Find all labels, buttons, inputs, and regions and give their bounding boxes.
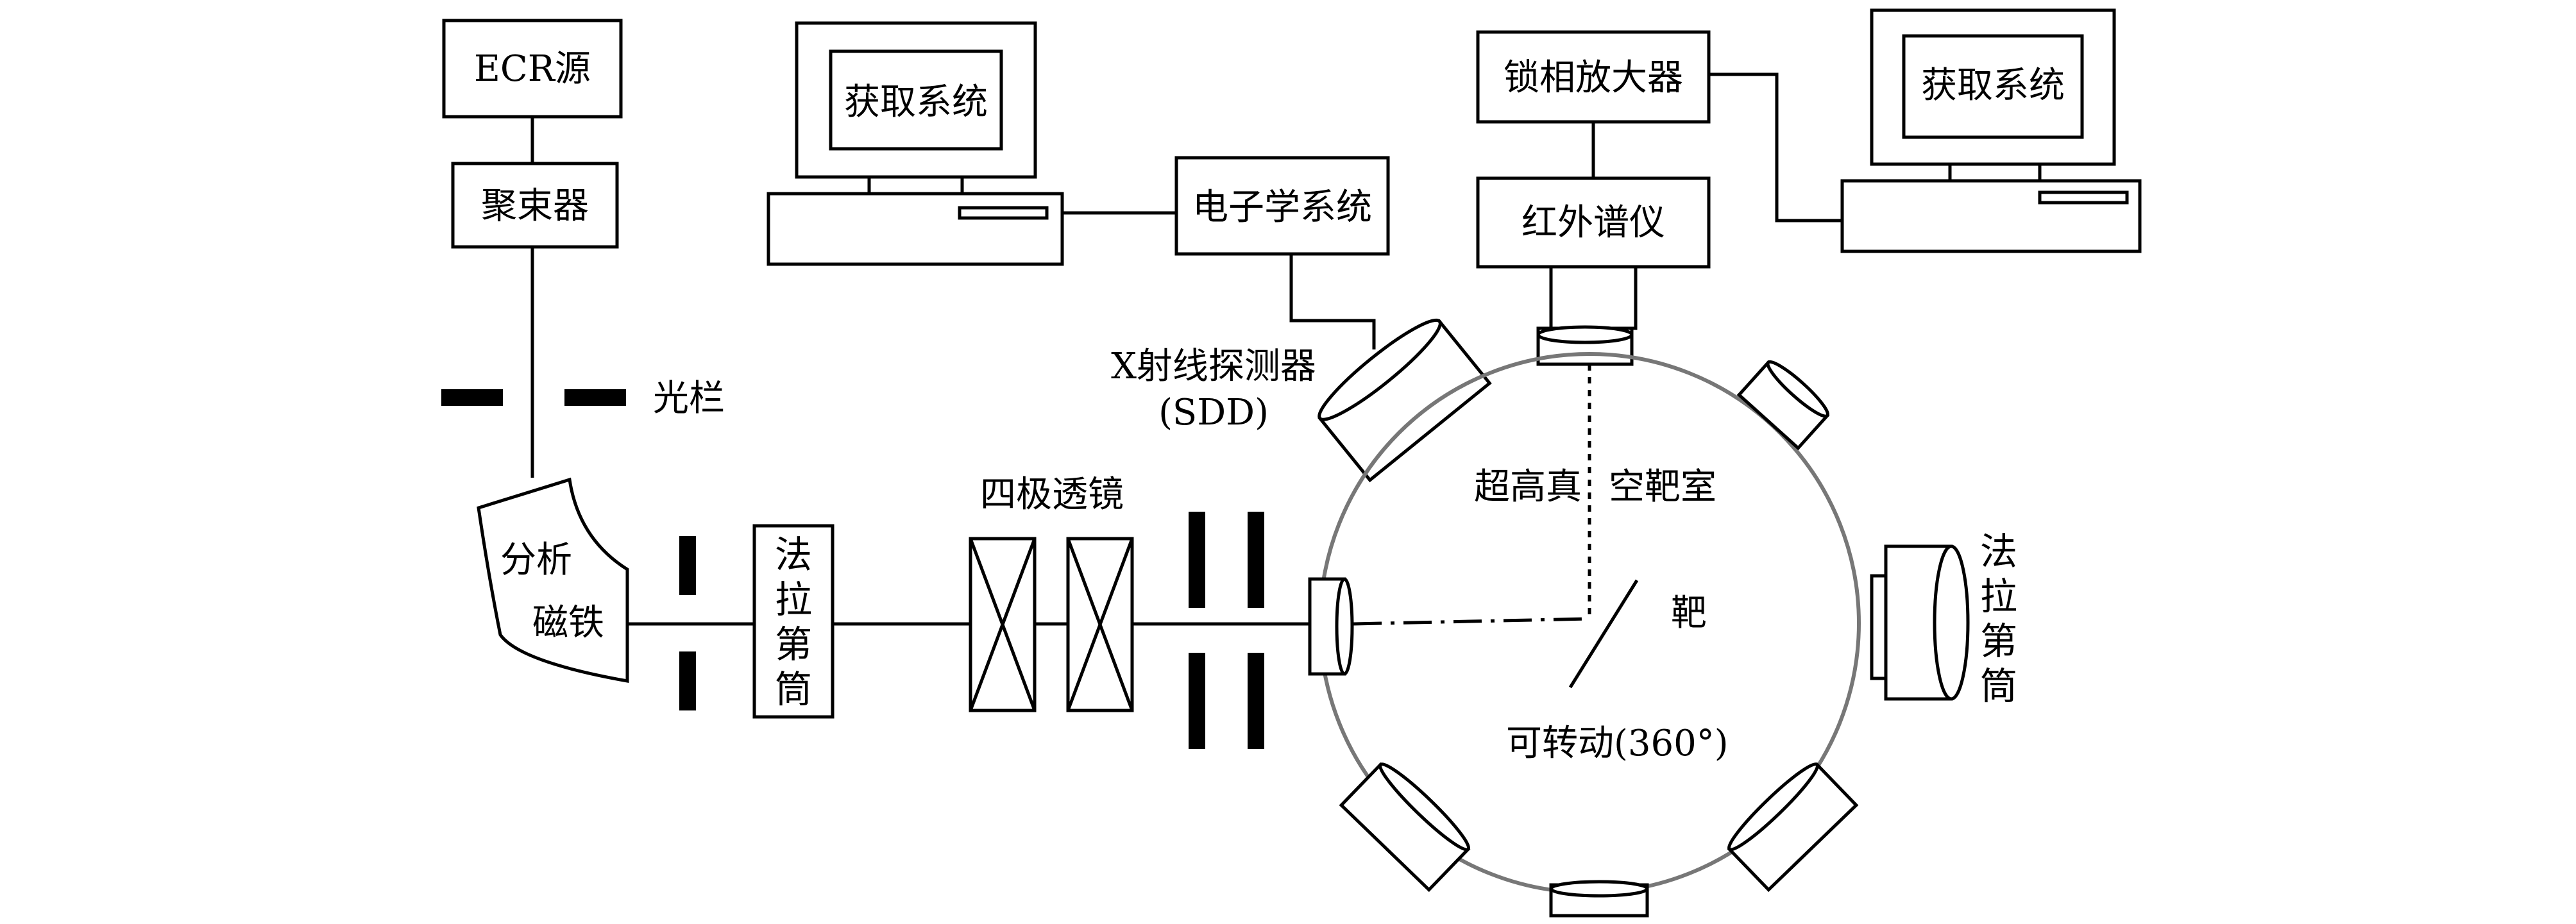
faraday-cup-right-char-3: 第	[1980, 619, 2017, 663]
aperture: 光栏	[441, 378, 725, 419]
monitor-left-screen	[829, 49, 1003, 151]
electronics-label: 电子学系统	[1192, 187, 1372, 228]
target: 靶	[1568, 579, 1707, 689]
faraday-cup-right-char-2: 拉	[1980, 575, 2017, 618]
xray-detector-label-2: (SDD)	[1158, 392, 1269, 433]
beam-path-in-chamber	[1353, 617, 1590, 626]
analyzing-magnet: 分析 磁铁	[477, 477, 629, 683]
chamber-label-a: 超高真	[1474, 466, 1582, 508]
lockin-amplifier-label: 锁相放大器	[1504, 57, 1683, 99]
aperture-left-blade	[441, 389, 503, 406]
computer-right-drive	[2038, 190, 2129, 205]
quadrupole-lens-label: 四极透镜	[980, 474, 1124, 516]
quadrupole-lens: 四极透镜	[969, 474, 1134, 712]
analyzing-magnet-label-2: 磁铁	[532, 602, 604, 644]
target-label: 靶	[1671, 592, 1707, 634]
chamber-label-b: 空靶室	[1609, 466, 1716, 508]
target-plate	[1568, 579, 1639, 689]
faraday-cup-left-char-3: 第	[775, 623, 812, 666]
computer-left-case	[767, 192, 1064, 266]
port-upper-right	[1736, 360, 1830, 451]
electronics-system: 电子学系统	[1174, 156, 1390, 256]
computer-left-drive	[958, 206, 1049, 220]
ir-window	[1536, 265, 1638, 366]
ecr-source-label: ECR源	[474, 48, 591, 90]
analyzing-magnet-label-1: 分析	[500, 539, 572, 581]
acquisition-computer-right: 获取系统	[1840, 8, 2142, 253]
faraday-cup-left-char-1: 法	[775, 533, 812, 576]
port-lower-left	[1339, 762, 1471, 893]
ecr-source: ECR源	[442, 19, 623, 119]
faraday-cup-left-char-4: 筒	[775, 668, 812, 711]
faraday-cup-right-char-4: 筒	[1980, 664, 2017, 708]
focuser-label: 聚束器	[481, 185, 589, 227]
acquisition-right-label: 获取系统	[1921, 65, 2065, 106]
focuser: 聚束器	[451, 162, 619, 249]
port-lower-right	[1727, 762, 1859, 893]
slit-2	[1189, 512, 1264, 749]
xray-detector-label-1: X射线探测器	[1111, 346, 1316, 387]
faraday-cup-right: 法 拉 第 筒	[1870, 530, 2017, 708]
lockin-to-computer-line	[1709, 72, 1842, 223]
ir-spectrometer-label: 红外谱仪	[1521, 202, 1665, 244]
rotatable-label: 可转动(360°)	[1506, 723, 1729, 764]
electronics-to-detector-line	[1289, 254, 1376, 349]
ir-spectrometer: 红外谱仪	[1476, 176, 1711, 269]
entrance-port	[1308, 577, 1354, 676]
aperture-label: 光栏	[653, 378, 725, 419]
faraday-cup-left-char-2: 拉	[775, 578, 812, 621]
monitor-right-screen	[1902, 34, 2084, 139]
lockin-amplifier: 锁相放大器	[1476, 30, 1711, 124]
faraday-cup-right-char-1: 法	[1980, 530, 2017, 573]
acquisition-left-label: 获取系统	[844, 81, 988, 123]
acquisition-computer-left: 获取系统	[767, 21, 1064, 266]
slit-1	[679, 536, 696, 710]
port-bottom	[1549, 880, 1649, 918]
xray-detector: X射线探测器 (SDD)	[1111, 318, 1492, 483]
aperture-right-blade	[564, 389, 626, 406]
faraday-cup-left: 法 拉 第 筒	[752, 524, 835, 719]
